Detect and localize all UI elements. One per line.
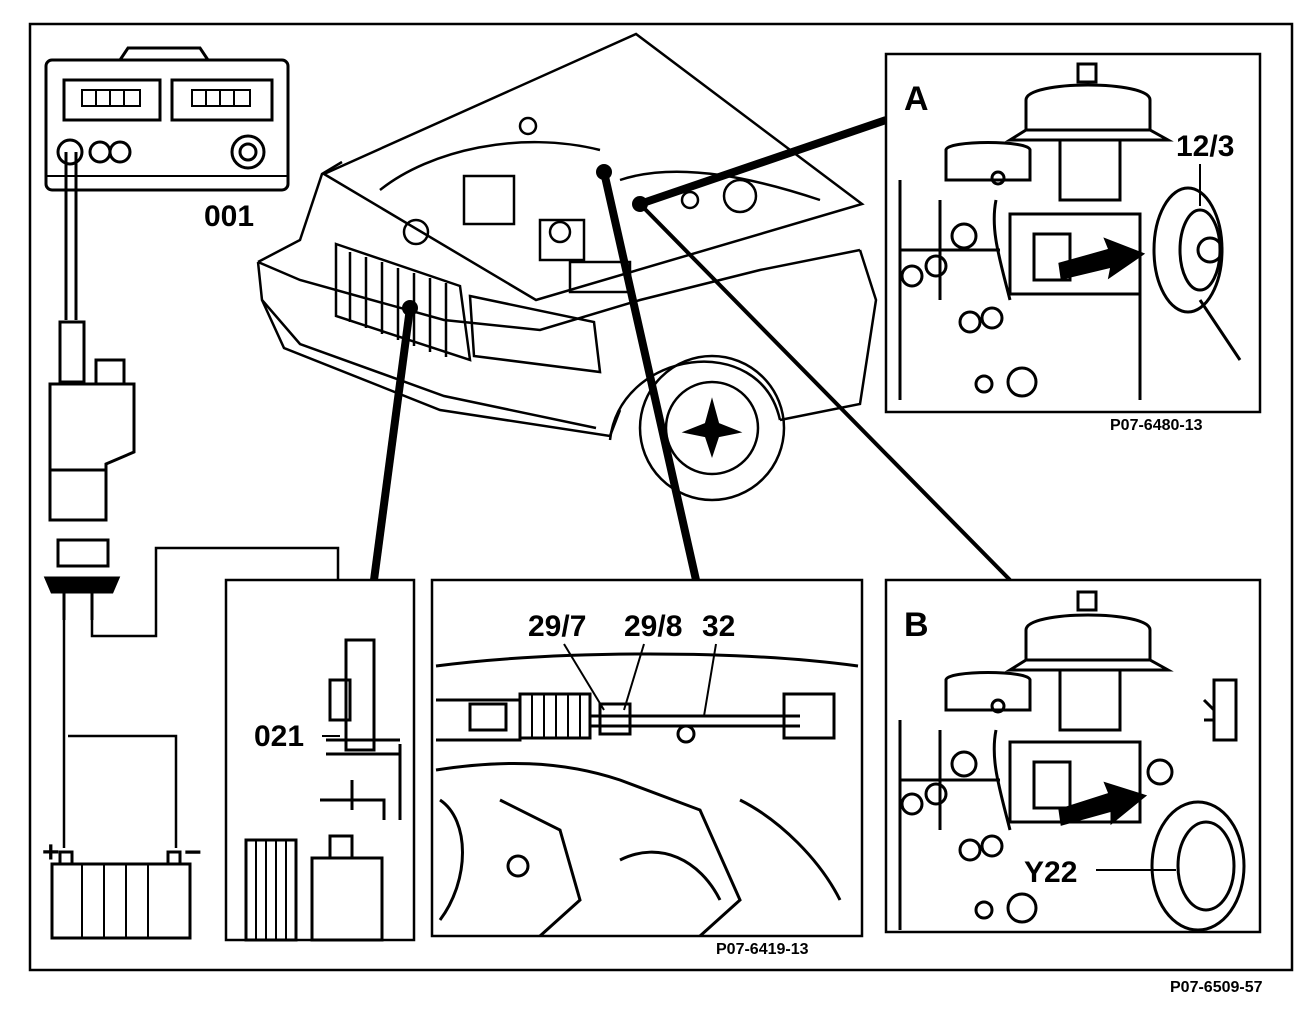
inset-c-part-1-label: 29/7 (528, 610, 586, 643)
inset-c-part-3-label: 32 (702, 610, 735, 643)
inset-c-frame (430, 578, 864, 938)
inset-a-letter: A (904, 80, 929, 118)
connector-part (244, 638, 402, 942)
inset-b-letter: B (904, 606, 929, 644)
car-illustration (256, 32, 878, 502)
inset-a-pump (898, 62, 1242, 400)
battery (50, 850, 192, 940)
inset-a-code: P07-6480-13 (1110, 417, 1203, 434)
inset-c-part-2-label: 29/8 (624, 610, 682, 643)
inset-c-linkage (435, 652, 859, 938)
inset-a-part-label: 12/3 (1176, 130, 1234, 163)
cable-plug (43, 538, 121, 620)
tester-label: 001 (204, 200, 254, 233)
tester-cable (64, 152, 78, 320)
figure-code: P07-6509-57 (1170, 979, 1263, 996)
cable-adapter (48, 320, 136, 522)
inset-c-leaders (563, 643, 717, 717)
callout-leaders (370, 116, 1012, 582)
battery-plus-label: + (42, 836, 60, 869)
connector-label: 021 (254, 720, 304, 753)
inset-connector-frame (224, 578, 416, 942)
inset-b-part-label: Y22 (1024, 856, 1077, 889)
inset-c-code: P07-6419-13 (716, 941, 809, 958)
test-wires (62, 546, 340, 848)
battery-minus-label: − (184, 836, 202, 869)
tester-device (44, 46, 290, 192)
outer-frame (28, 22, 1294, 972)
inset-b-pump (898, 590, 1246, 932)
